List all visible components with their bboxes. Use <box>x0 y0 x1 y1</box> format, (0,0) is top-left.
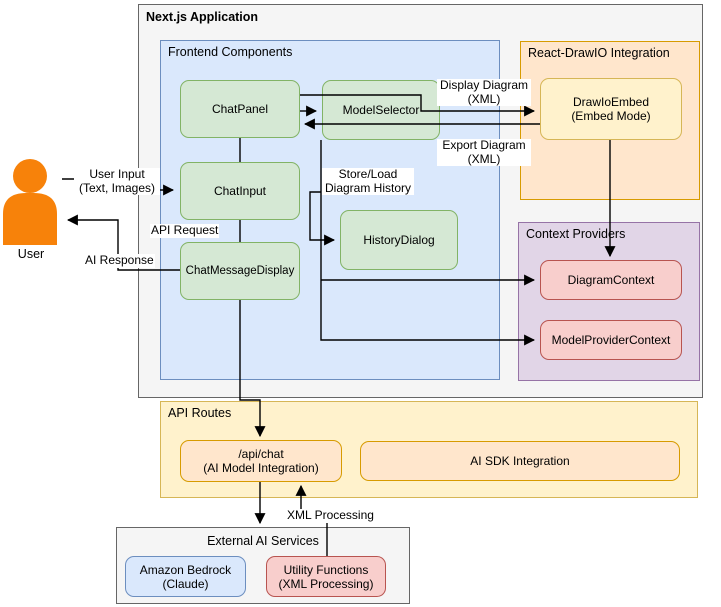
node-historydialog: HistoryDialog <box>340 210 458 270</box>
node-label-line2: (AI Model Integration) <box>203 461 319 475</box>
container-title: External AI Services <box>207 534 319 548</box>
edge-label-export-diagram: Export Diagram (XML) <box>437 138 531 166</box>
node-ai-sdk-integration: AI SDK Integration <box>360 441 680 481</box>
node-amazon-bedrock: Amazon Bedrock (Claude) <box>125 556 246 597</box>
node-label-line2: (XML Processing) <box>278 576 374 591</box>
container-title: API Routes <box>168 406 232 420</box>
node-chatinput: ChatInput <box>180 162 300 220</box>
node-label: ModelProviderContext <box>551 333 671 347</box>
node-label: ModelSelector <box>342 103 420 117</box>
node-chatpanel: ChatPanel <box>180 80 300 138</box>
user-actor-label: User <box>17 247 45 261</box>
edge-label-ai-response: AI Response <box>84 253 155 268</box>
node-modelprovidercontext: ModelProviderContext <box>540 320 682 360</box>
node-label: DiagramContext <box>567 273 655 287</box>
container-title: Frontend Components <box>168 45 293 59</box>
node-label: ChatInput <box>213 184 267 198</box>
node-api-chat: /api/chat (AI Model Integration) <box>180 440 342 482</box>
container-title: Context Providers <box>526 227 626 241</box>
node-label: HistoryDialog <box>363 233 435 247</box>
user-actor-icon <box>3 159 57 245</box>
edge-label-display-diagram: Display Diagram (XML) <box>437 78 531 106</box>
node-label-line2: (Claude) <box>162 576 209 591</box>
edge-label-store-load-history: Store/Load Diagram History <box>322 167 414 195</box>
node-utility-functions: Utility Functions (XML Processing) <box>266 556 386 597</box>
node-chatmessagedisplay: ChatMessageDisplay <box>180 242 300 300</box>
node-label-line1: DrawIoEmbed <box>572 95 650 109</box>
edge-label-api-request: API Request <box>150 223 220 238</box>
container-title: Next.js Application <box>146 10 259 24</box>
node-label: AI SDK Integration <box>470 454 570 468</box>
node-label-line1: /api/chat <box>238 447 284 461</box>
node-drawioembed: DrawIoEmbed (Embed Mode) <box>540 78 682 140</box>
container-title: React-DrawIO Integration <box>528 46 670 60</box>
edge-label-user-input: User Input (Text, Images) <box>74 167 160 195</box>
node-label: ChatPanel <box>211 102 269 116</box>
node-label-line2: (Embed Mode) <box>571 109 651 123</box>
node-label-line1: Utility Functions <box>283 562 369 577</box>
node-label: ChatMessageDisplay <box>185 265 295 277</box>
node-diagramcontext: DiagramContext <box>540 260 682 300</box>
edge-label-xml-processing: XML Processing <box>286 508 375 523</box>
node-modelselector: ModelSelector <box>322 80 440 140</box>
node-label-line1: Amazon Bedrock <box>139 562 232 577</box>
